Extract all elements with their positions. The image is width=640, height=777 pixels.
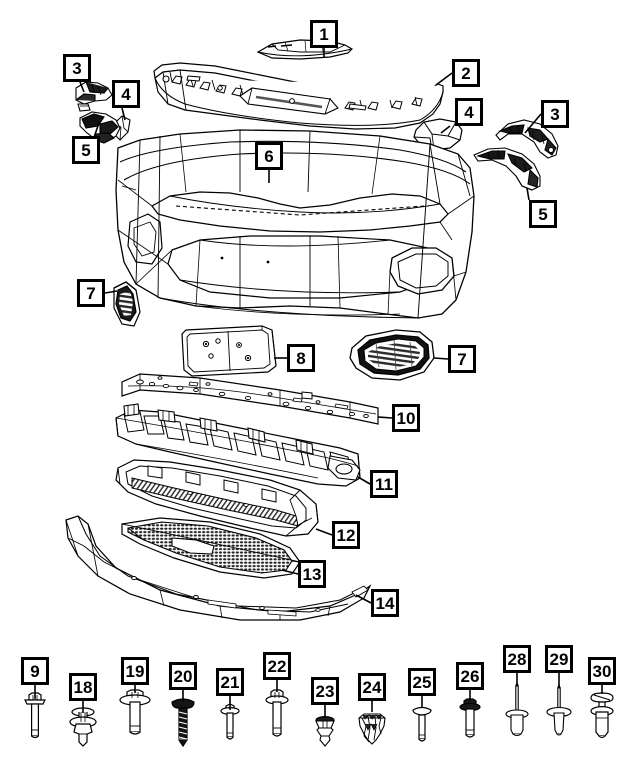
callout-18[interactable]: 18	[69, 673, 97, 701]
fastener-9-icon	[24, 692, 46, 739]
callout-8[interactable]: 8	[287, 344, 315, 372]
fastener-30-icon	[590, 692, 614, 739]
fastener-20-icon	[171, 698, 195, 748]
callout-1[interactable]: 1	[310, 20, 338, 48]
callout-4-left[interactable]: 4	[112, 80, 140, 108]
fastener-22-icon	[265, 689, 289, 737]
part-13-lower-grille	[121, 517, 301, 579]
fastener-24-icon	[358, 713, 386, 745]
fastener-25-icon	[412, 706, 432, 742]
part-10-reinforcement-beam	[121, 373, 379, 425]
part-3-right-bracket	[495, 119, 559, 159]
callout-14[interactable]: 14	[371, 589, 399, 617]
callout-26[interactable]: 26	[456, 662, 484, 690]
callout-22[interactable]: 22	[263, 652, 291, 680]
fastener-19-icon	[119, 689, 151, 735]
part-5-left-bracket	[79, 111, 121, 144]
part-8-license-plate-bracket	[181, 325, 277, 377]
callout-6[interactable]: 6	[255, 142, 283, 170]
callout-13[interactable]: 13	[298, 560, 326, 588]
part-7-right-fog-bezel	[349, 329, 435, 381]
callout-11[interactable]: 11	[370, 470, 398, 498]
part-14-front-air-dam	[65, 515, 372, 621]
callout-3-left[interactable]: 3	[63, 54, 91, 82]
callout-24[interactable]: 24	[358, 673, 386, 701]
fastener-29-icon	[546, 683, 572, 736]
part-3-left-bracket	[75, 81, 113, 112]
callout-29[interactable]: 29	[545, 645, 573, 673]
callout-10[interactable]: 10	[392, 404, 420, 432]
callout-28[interactable]: 28	[503, 645, 531, 673]
part-6-front-bumper-fascia	[115, 129, 475, 319]
callout-19[interactable]: 19	[121, 657, 149, 685]
callout-5-right[interactable]: 5	[529, 200, 557, 228]
callout-4-right[interactable]: 4	[455, 98, 483, 126]
part-11-energy-absorber	[115, 403, 361, 487]
fastener-21-icon	[220, 703, 240, 740]
part-2-radiator-support	[153, 62, 444, 130]
fastener-28-icon	[505, 681, 529, 737]
callout-23[interactable]: 23	[311, 677, 339, 705]
callout-12[interactable]: 12	[332, 521, 360, 549]
callout-20[interactable]: 20	[169, 662, 197, 690]
callout-21[interactable]: 21	[216, 668, 244, 696]
part-12-lower-grille-support	[115, 459, 319, 537]
callout-5-left[interactable]: 5	[72, 136, 100, 164]
callout-7-right[interactable]: 7	[448, 345, 476, 373]
fastener-18-icon	[69, 707, 97, 747]
fastener-26-icon	[459, 698, 481, 738]
callout-3-right[interactable]: 3	[541, 100, 569, 128]
part-5-right-bracket	[473, 147, 541, 191]
callout-2[interactable]: 2	[452, 59, 480, 87]
part-7-left-fog-bezel	[113, 281, 141, 327]
callout-30[interactable]: 30	[588, 657, 616, 685]
fastener-23-icon	[315, 716, 335, 747]
callout-25[interactable]: 25	[408, 668, 436, 696]
callout-9[interactable]: 9	[21, 657, 49, 685]
callout-7-left[interactable]: 7	[77, 279, 105, 307]
